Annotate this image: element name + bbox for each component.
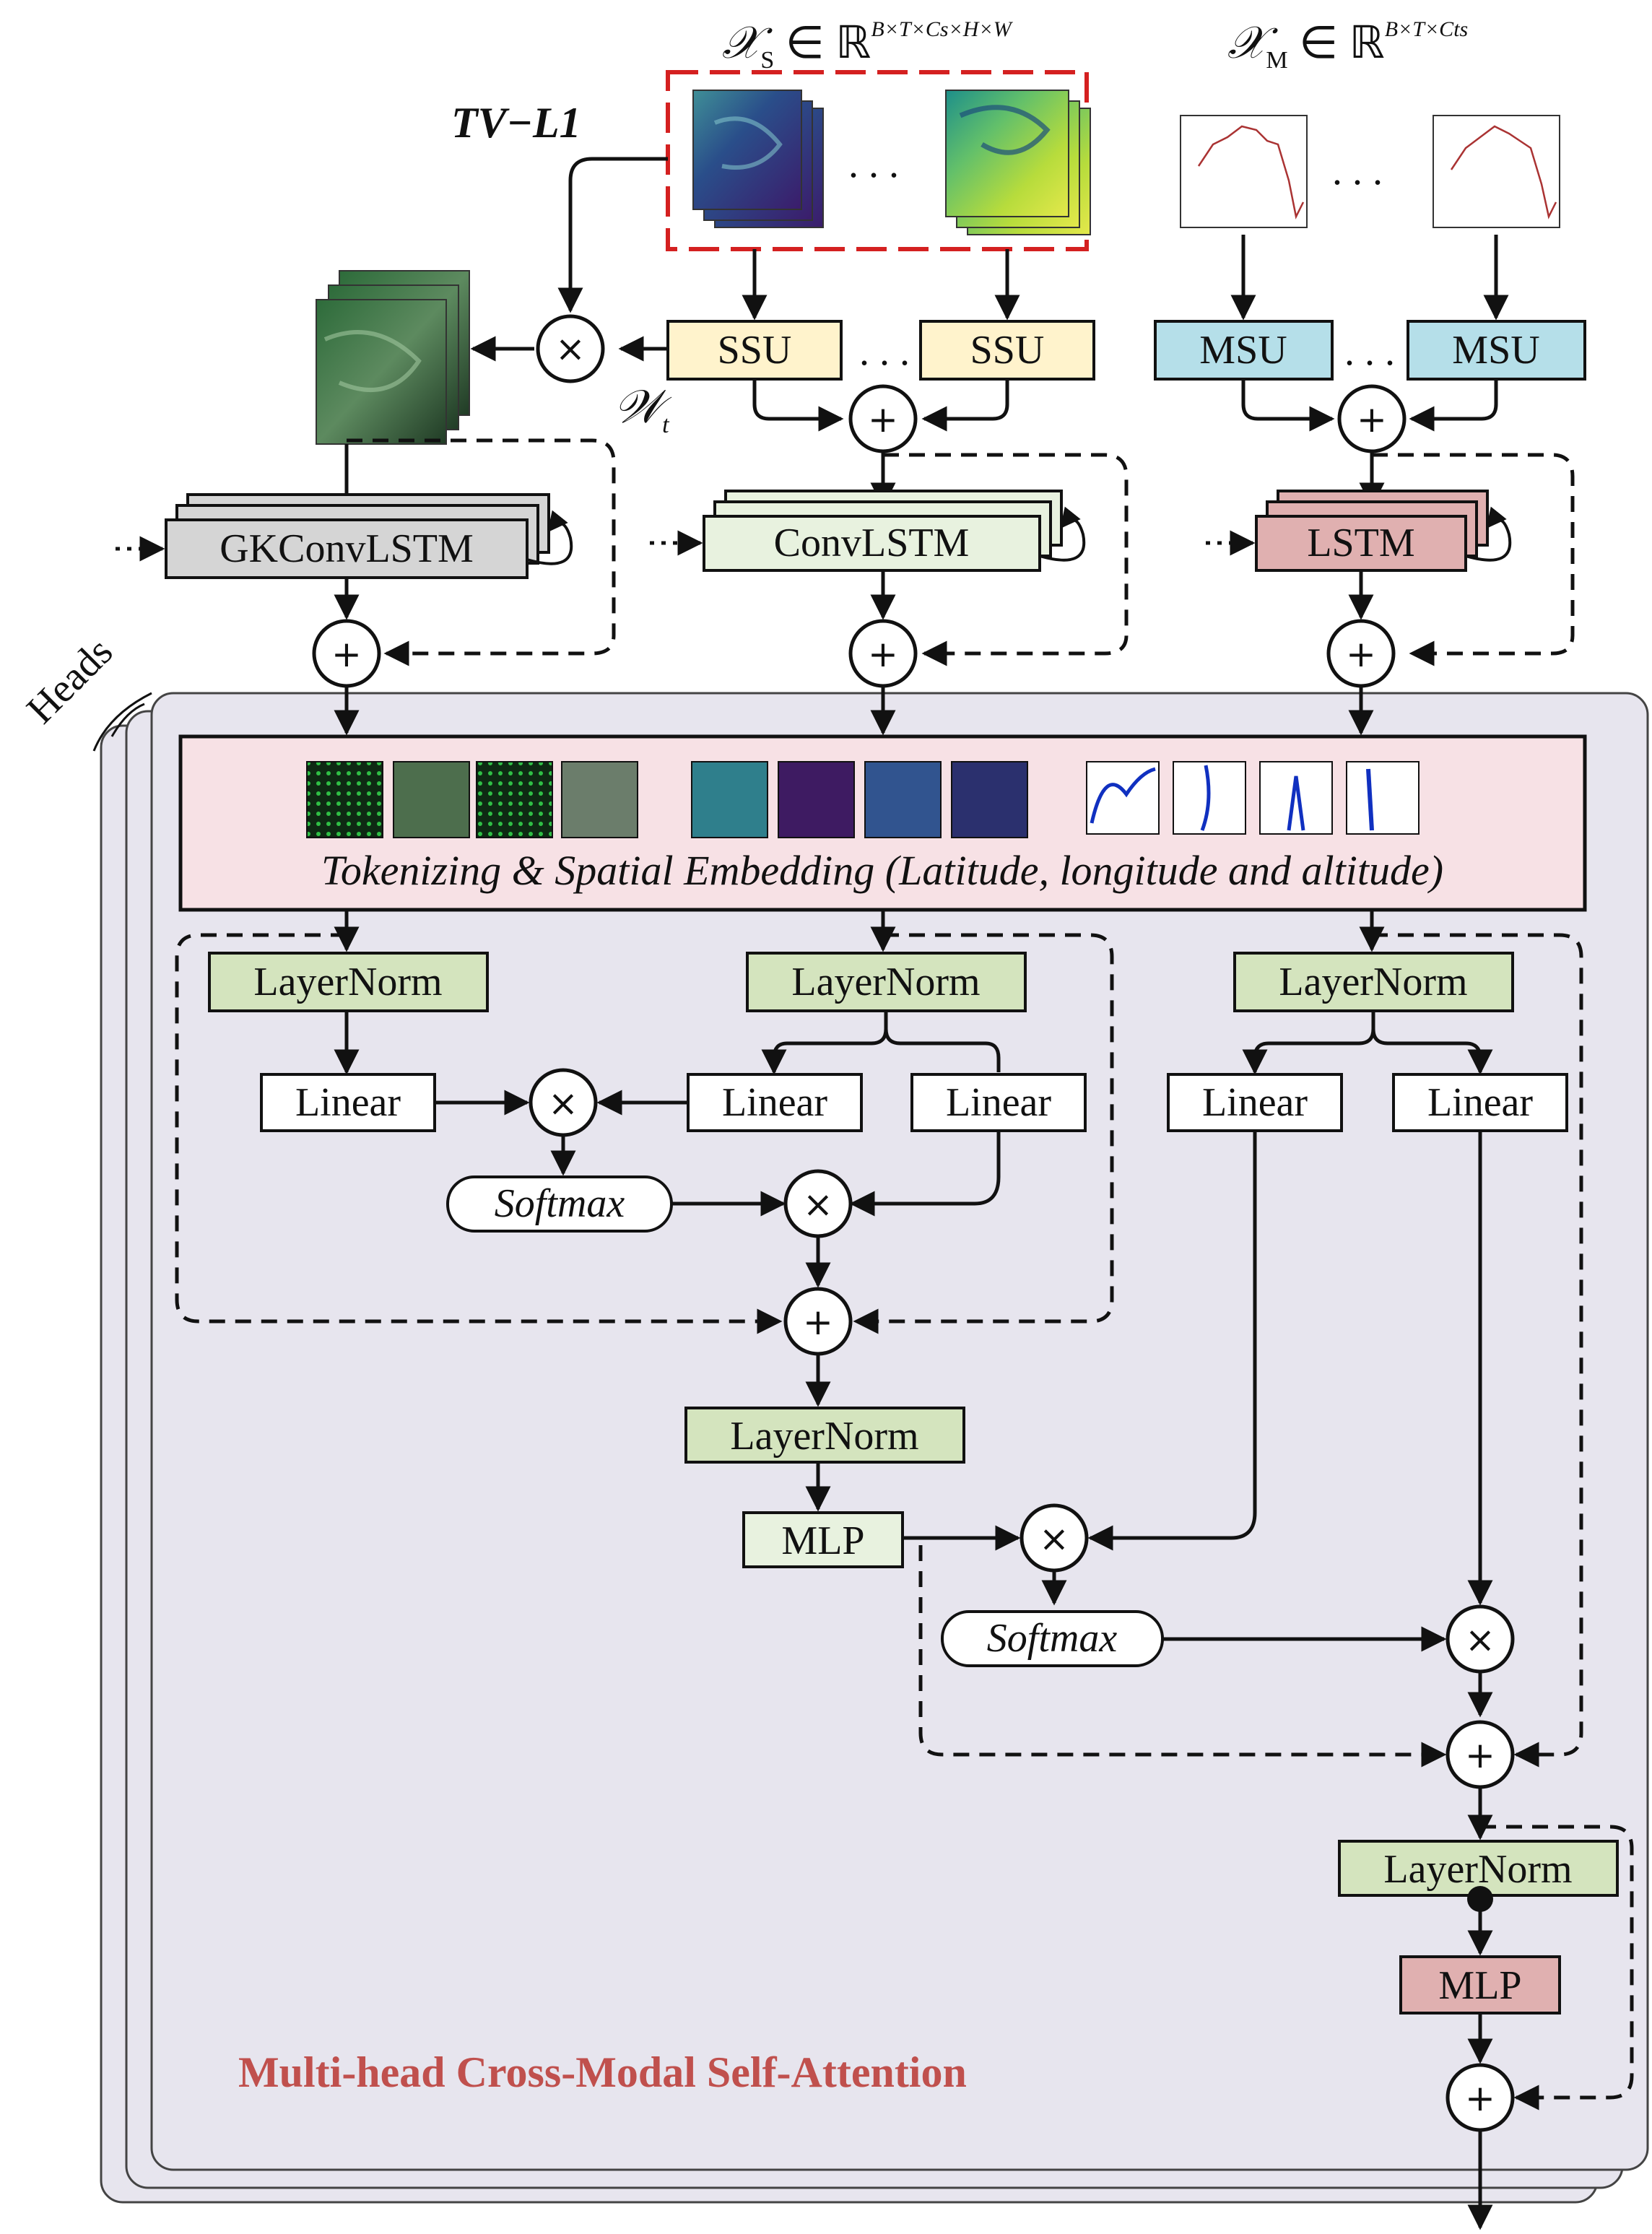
cross-value-multiply-symbol: × — [1465, 1619, 1495, 1661]
embedding-label: Tokenizing & Spatial Embedding (Latitude… — [321, 847, 1443, 894]
qk-multiply-symbol: × — [548, 1082, 578, 1124]
gkconvlstm-label: GKConvLSTM — [219, 526, 474, 571]
recurrent-input-arrows — [116, 530, 1256, 562]
msu-unit-1: MSU — [1154, 320, 1334, 381]
attention-1-residuals — [175, 933, 1114, 1334]
ssu-ellipsis: . . . — [859, 329, 910, 374]
softmax-1: Softmax — [446, 1175, 673, 1233]
top-connectors — [334, 157, 1509, 526]
linear-meteo-value-label: Linear — [1427, 1080, 1533, 1125]
mlp-fusion-1: MLP — [742, 1511, 904, 1568]
attention-2-residual-sum-symbol: + — [1465, 1734, 1495, 1776]
lstm-residual-sum — [1326, 619, 1396, 688]
layernorm-satellite-label: LayerNorm — [791, 960, 980, 1004]
conv-residual-sum — [848, 619, 918, 688]
linear-key-label: Linear — [722, 1080, 827, 1125]
final-residual-loop — [1480, 1825, 1634, 2111]
mlp-fusion-1-label: MLP — [781, 1518, 864, 1563]
linear-value-label: Linear — [946, 1080, 1051, 1125]
ssu-sum-operator — [848, 384, 918, 453]
msu-label-2: MSU — [1452, 328, 1539, 373]
recurrent-to-sum-arrows — [334, 570, 1374, 736]
attention-2-residuals — [918, 933, 1583, 1768]
token-thumbnails-meteo — [1086, 761, 1420, 835]
layernorm-optical: LayerNorm — [208, 952, 489, 1012]
satellite-formula: 𝒳S ∈ ℝB×T×Cs×H×W — [722, 17, 1014, 74]
softmax-2: Softmax — [941, 1610, 1164, 1667]
satellite-image-stack-2 — [945, 90, 1091, 235]
gk-residual-sum-symbol: + — [331, 633, 362, 675]
lstm-residual-sum-symbol: + — [1346, 633, 1376, 675]
weight-label: 𝒲t — [614, 381, 672, 438]
conv-residual-sum-symbol: + — [868, 633, 898, 675]
ssu-label-1: SSU — [718, 328, 792, 373]
ssu-unit-2: SSU — [919, 320, 1095, 381]
cross-multiply-operator — [1020, 1503, 1089, 1573]
layernorm-satellite: LayerNorm — [746, 952, 1027, 1012]
msu-label-1: MSU — [1199, 328, 1287, 373]
token-thumbnails-satellite — [691, 761, 1028, 838]
msu-ellipsis: . . . — [1344, 329, 1395, 374]
attention-1-wiring — [435, 1090, 1001, 1288]
optical-flow-image-stack — [316, 270, 470, 445]
attention-1-to-mlp-arrows — [805, 1354, 1021, 1551]
softmax-2-label: Softmax — [987, 1616, 1118, 1661]
attn-value-multiply-operator — [783, 1169, 853, 1238]
block-title: Multi-head Cross-Modal Self-Attention — [238, 2048, 967, 2096]
mlp-final-label: MLP — [1438, 1963, 1521, 2008]
flow-multiply-symbol: × — [555, 328, 586, 370]
meteo-plot-2 — [1433, 115, 1560, 228]
mlp-final: MLP — [1399, 1955, 1561, 2014]
linear-value: Linear — [910, 1073, 1087, 1132]
meteorological-formula: 𝒳M ∈ ℝB×T×Cts — [1227, 17, 1468, 74]
ssu-label-2: SSU — [970, 328, 1045, 373]
attention-1-residual-sum-symbol: + — [803, 1301, 833, 1343]
layernorm-fusion-1-label: LayerNorm — [730, 1414, 918, 1459]
attention-2-wiring — [1041, 1131, 1493, 1718]
cross-value-multiply-operator — [1446, 1604, 1515, 1674]
final-residual-sum-symbol: + — [1465, 2077, 1495, 2119]
convlstm-label: ConvLSTM — [774, 521, 970, 565]
satellite-image-stack-1 — [692, 90, 824, 228]
embedding-block: Tokenizing & Spatial Embedding (Latitude… — [178, 734, 1587, 912]
layernorm-meteo: LayerNorm — [1233, 952, 1514, 1012]
meteo-plot-1 — [1180, 115, 1308, 228]
linear-meteo-key-label: Linear — [1202, 1080, 1308, 1125]
msu-unit-2: MSU — [1407, 320, 1586, 381]
layernorm-meteo-label: LayerNorm — [1279, 960, 1467, 1004]
softmax-1-label: Softmax — [495, 1181, 625, 1226]
final-residual-sum — [1446, 2063, 1515, 2132]
linear-meteo-value: Linear — [1392, 1073, 1568, 1132]
flow-multiply-operator — [536, 314, 605, 383]
msu-sum-symbol: + — [1357, 399, 1387, 440]
layernorm-fusion-1: LayerNorm — [684, 1407, 965, 1464]
heads-label: Heads — [18, 629, 121, 732]
ssu-unit-1: SSU — [666, 320, 843, 381]
linear-meteo-key: Linear — [1167, 1073, 1343, 1132]
cross-multiply-symbol: × — [1039, 1518, 1069, 1560]
qk-multiply-operator — [529, 1068, 598, 1137]
convlstm-block: ConvLSTM — [703, 490, 1086, 572]
optical-flow-label: TV−L1 — [451, 99, 581, 147]
linear-query-label: Linear — [295, 1080, 401, 1125]
layernorm-optical-label: LayerNorm — [253, 960, 442, 1004]
msu-sum-operator — [1337, 384, 1407, 453]
linear-query: Linear — [260, 1073, 436, 1132]
lstm-block: LSTM — [1255, 490, 1512, 572]
token-thumbnails-optical — [306, 761, 638, 838]
attn-value-multiply-symbol: × — [803, 1183, 833, 1225]
ssu-sum-symbol: + — [868, 399, 898, 440]
satellite-ellipsis: . . . — [848, 142, 899, 186]
layernorm-to-linear-arrows — [334, 1011, 1493, 1075]
recurrent-residual-loops — [347, 438, 1575, 666]
lstm-label: LSTM — [1307, 521, 1414, 565]
embedding-to-layernorm-arrows — [334, 910, 1385, 952]
layernorm-final-label: LayerNorm — [1383, 1847, 1572, 1892]
linear-key: Linear — [687, 1073, 863, 1132]
meteo-ellipsis: . . . — [1332, 149, 1383, 194]
gk-residual-sum — [312, 619, 381, 688]
gkconvlstm-block: GKConvLSTM — [165, 493, 573, 579]
junction-dot — [1467, 1886, 1493, 1912]
